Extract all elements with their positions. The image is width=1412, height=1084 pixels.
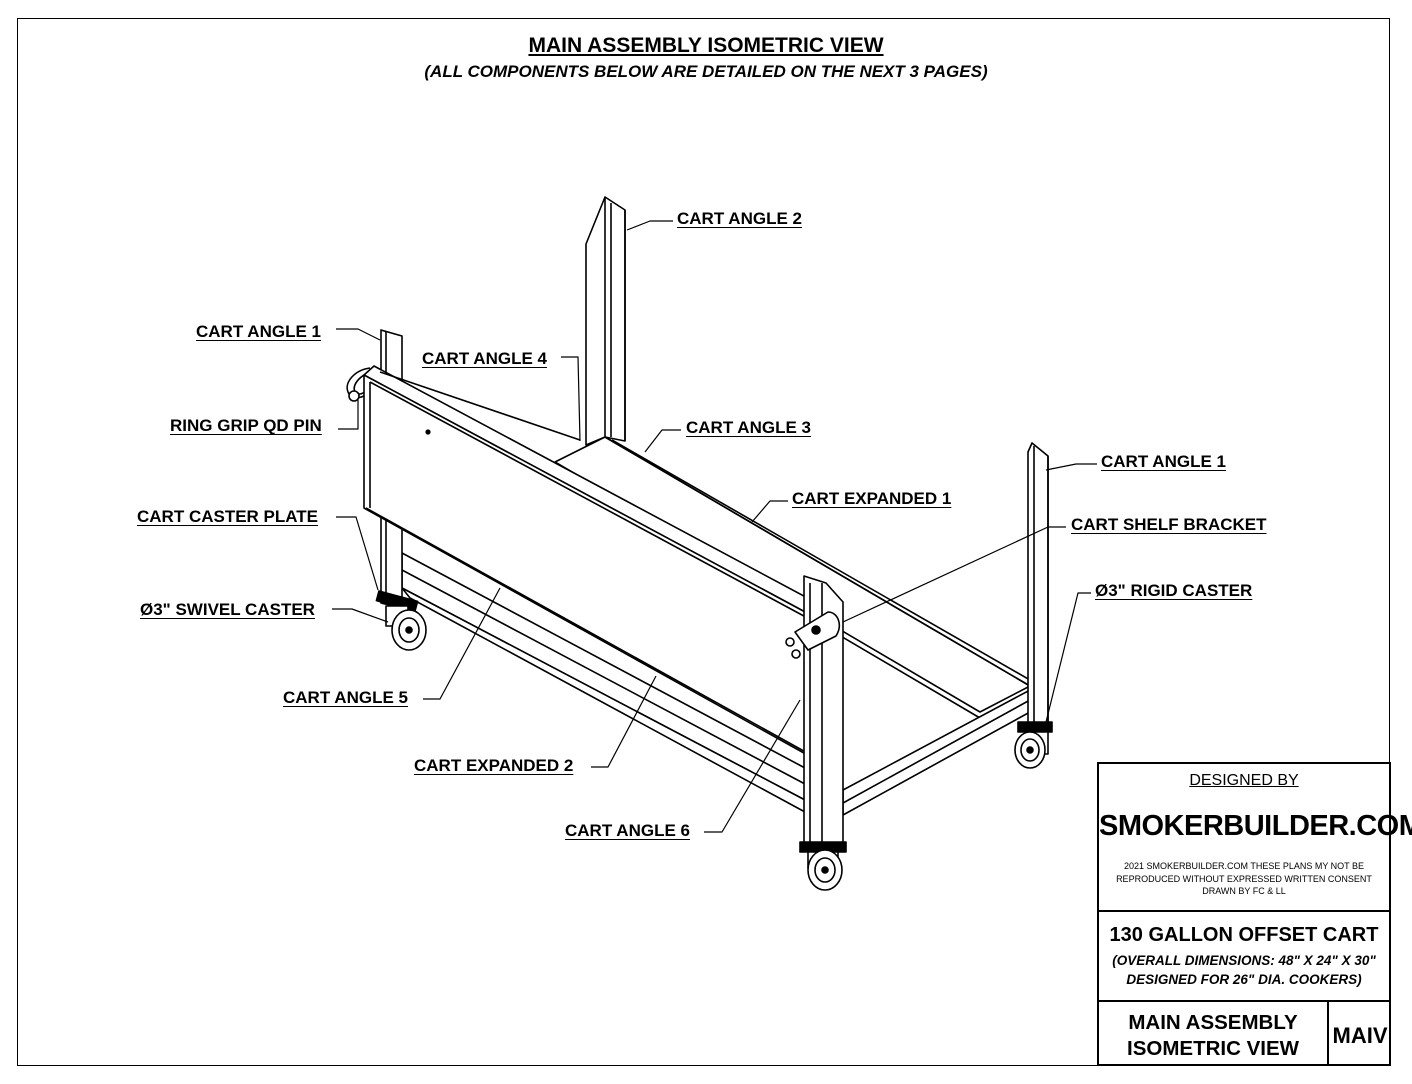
swivel-caster-front-left [375, 590, 427, 651]
view-name-line-1: MAIN ASSEMBLY [1128, 1011, 1298, 1034]
copyright-notice: 2021 SMOKERBUILDER.COM THESE PLANS MY NO… [1099, 860, 1389, 898]
callout-cart-angle-1-left: CART ANGLE 1 [196, 322, 321, 341]
cooker-size-line: DESIGNED FOR 26" DIA. COOKERS) [1126, 972, 1362, 987]
view-name-line-2: ISOMETRIC VIEW [1127, 1037, 1299, 1060]
callout-cart-angle-5: CART ANGLE 5 [283, 688, 408, 707]
copyright-line-2: REPRODUCED WITHOUT EXPRESSED WRITTEN CON… [1116, 873, 1372, 884]
callout-cart-caster-plate: CART CASTER PLATE [137, 507, 319, 526]
sheet-code: MAIV [1332, 1023, 1388, 1048]
cart-angle-2-post [585, 196, 626, 446]
callout-cart-angle-1-right: CART ANGLE 1 [1101, 452, 1226, 471]
callout-leader-lines [332, 220, 1097, 833]
view-name: MAIN ASSEMBLY ISOMETRIC VIEW [1099, 1006, 1327, 1066]
callout-swivel-caster: Ø3" SWIVEL CASTER [140, 600, 315, 619]
cart-shelf-bracket-part [785, 611, 840, 659]
drawing-title: MAIN ASSEMBLY ISOMETRIC VIEW [528, 34, 884, 57]
callout-ring-grip-qd-pin: RING GRIP QD PIN [170, 416, 322, 435]
drawing-subtitle: (ALL COMPONENTS BELOW ARE DETAILED ON TH… [424, 62, 988, 81]
drawn-by: DRAWN BY FC & LL [1202, 886, 1286, 896]
callout-cart-angle-3: CART ANGLE 3 [686, 418, 811, 437]
callout-cart-expanded-1: CART EXPANDED 1 [792, 489, 952, 508]
title-block-divider-vertical [1327, 1002, 1329, 1066]
title-block-divider [1099, 910, 1389, 912]
cart-angle-1-right-post [1027, 442, 1049, 733]
callout-cart-angle-6: CART ANGLE 6 [565, 821, 690, 840]
callout-cart-angle-4: CART ANGLE 4 [422, 349, 547, 368]
rigid-caster-front-right [799, 841, 847, 891]
dimensions-line: (OVERALL DIMENSIONS: 48" X 24" X 30" [1112, 953, 1376, 968]
drawing-sheet-border [17, 18, 1390, 1066]
title-block-divider [1099, 1000, 1389, 1002]
callout-cart-angle-2: CART ANGLE 2 [677, 209, 802, 228]
drawing-name: 130 GALLON OFFSET CART [1109, 924, 1379, 946]
title-block: DESIGNED BY SMOKERBUILDER.COM 2021 SMOKE… [1097, 762, 1412, 1066]
callout-rigid-caster: Ø3" RIGID CASTER [1095, 581, 1253, 600]
overall-dimensions: (OVERALL DIMENSIONS: 48" X 24" X 30" DES… [1099, 951, 1389, 989]
callout-cart-expanded-2: CART EXPANDED 2 [414, 756, 574, 775]
callout-cart-shelf-bracket: CART SHELF BRACKET [1071, 515, 1267, 534]
copyright-line-1: 2021 SMOKERBUILDER.COM THESE PLANS MY NO… [1123, 861, 1365, 871]
designed-by-label: DESIGNED BY [1189, 772, 1299, 789]
rigid-caster-back [1014, 721, 1053, 769]
brand-name: SMOKERBUILDER.COM [1099, 810, 1412, 842]
